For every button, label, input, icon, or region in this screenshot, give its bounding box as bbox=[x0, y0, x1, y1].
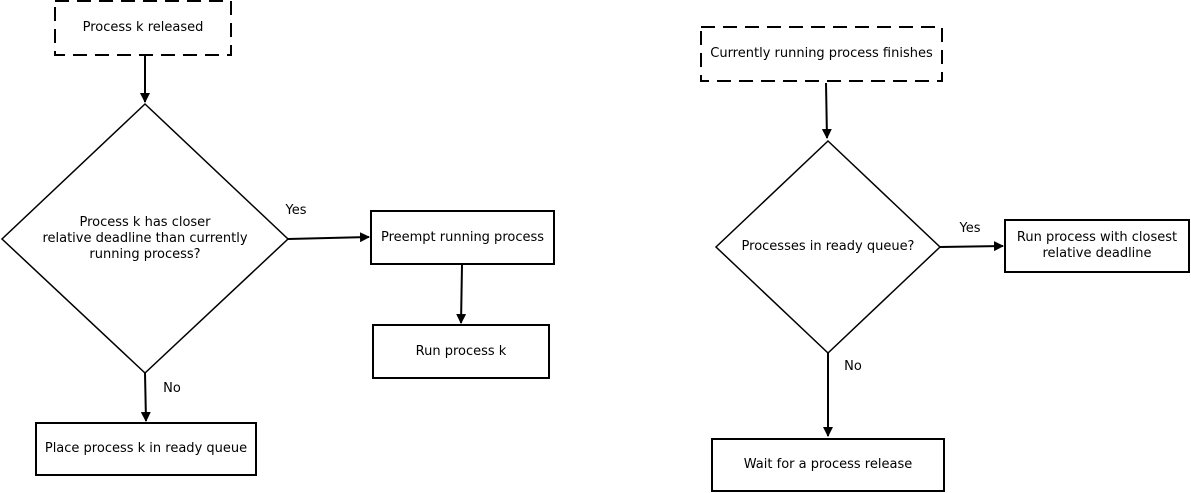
left-decision-line-2: relative deadline than currently bbox=[42, 231, 248, 246]
left-decision-line-1: Process k has closer bbox=[79, 215, 211, 230]
left-arrow-yes bbox=[287, 232, 370, 243]
right-yes-label: Yes bbox=[959, 221, 981, 236]
ready-queue-label: Place process k in ready queue bbox=[44, 441, 248, 456]
run-process-k-box-shape bbox=[372, 324, 550, 379]
preempt-box-shape bbox=[370, 210, 555, 265]
run-closest-box-shape bbox=[1004, 219, 1190, 273]
right-arrow-start-to-decision bbox=[821, 82, 832, 139]
left-arrow-preempt-to-run bbox=[456, 264, 467, 324]
run-closest-line-1: Run process with closest bbox=[1016, 230, 1178, 245]
left-decision-label: Process k has closer relative deadline t… bbox=[20, 215, 270, 263]
left-start-event-shape bbox=[54, 0, 232, 56]
wait-box-shape bbox=[711, 438, 945, 492]
left-start-event-label: Process k released bbox=[82, 20, 204, 35]
left-no-label: No bbox=[163, 381, 181, 396]
wait-box-label: Wait for a process release bbox=[743, 457, 913, 472]
right-no-label: No bbox=[844, 359, 862, 374]
right-start-event-shape bbox=[700, 26, 943, 82]
ready-queue-box-shape bbox=[35, 422, 257, 476]
left-arrow-no bbox=[140, 372, 151, 422]
run-closest-box-label: Run process with closest relative deadli… bbox=[1005, 220, 1189, 272]
right-arrow-yes bbox=[939, 241, 1004, 252]
left-yes-label: Yes bbox=[285, 203, 307, 218]
right-decision-label: Processes in ready queue? bbox=[741, 239, 915, 254]
preempt-box-label: Preempt running process bbox=[380, 229, 545, 245]
run-closest-line-2: relative deadline bbox=[1042, 246, 1152, 261]
right-start-event-label: Currently running process finishes bbox=[710, 46, 933, 61]
left-decision-line-3: running process? bbox=[89, 247, 201, 262]
run-process-k-label: Run process k bbox=[415, 343, 507, 359]
